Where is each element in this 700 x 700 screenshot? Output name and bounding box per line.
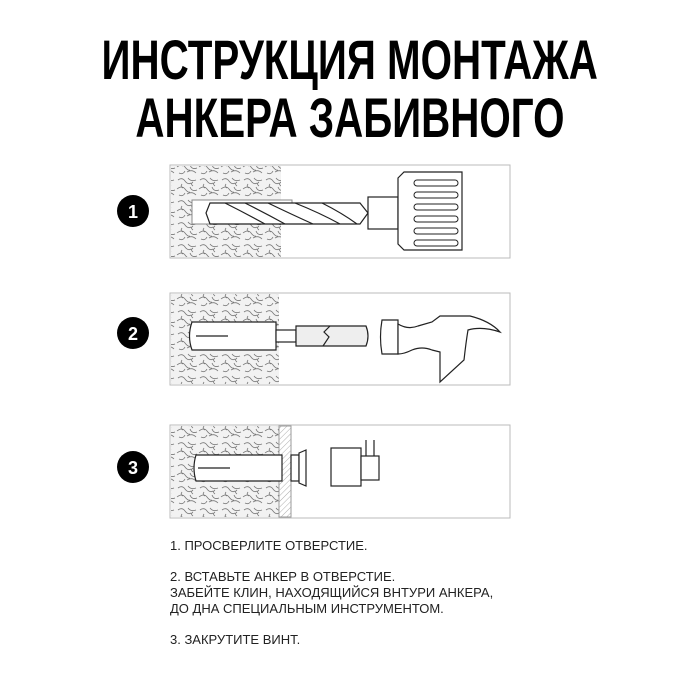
svg-text:1: 1 [128, 202, 138, 222]
drill-icon [205, 171, 463, 251]
step-2-panel [169, 292, 511, 386]
page-title-line-1: ИНСТРУКЦИЯ МОНТАЖА [0, 32, 700, 88]
installation-diagram: 1 2 [117, 164, 511, 519]
step-1-badge: 1 [117, 195, 149, 227]
title-text-1: ИНСТРУКЦИЯ МОНТАЖА [101, 28, 599, 91]
hammer-icon [379, 315, 502, 384]
step-1-panel [169, 164, 511, 259]
svg-text:2: 2 [128, 324, 138, 344]
step-3-badge: 3 [117, 451, 149, 483]
anchor-icon [188, 321, 369, 351]
title-text-2: АНКЕРА ЗАБИВНОГО [135, 86, 565, 149]
svg-text:3: 3 [128, 458, 138, 478]
step-2-badge: 2 [117, 317, 149, 349]
instruction-step-2-line-2: ЗАБЕЙТЕ КЛИН, НАХОДЯЩИЙСЯ ВНТУРИ АНКЕРА, [170, 585, 494, 600]
instruction-step-3: 3. ЗАКРУТИТЕ ВИНТ. [170, 632, 301, 647]
instructions-text: 1. ПРОСВЕРЛИТЕ ОТВЕРСТИЕ. 2. ВСТАВЬТЕ АН… [170, 538, 493, 648]
page-title-line-2: АНКЕРА ЗАБИВНОГО [0, 90, 700, 146]
instruction-step-2-line-1: 2. ВСТАВЬТЕ АНКЕР В ОТВЕРСТИЕ. [170, 569, 396, 584]
wrench-icon [330, 440, 380, 487]
instruction-step-1: 1. ПРОСВЕРЛИТЕ ОТВЕРСТИЕ. [170, 538, 368, 553]
instruction-step-2-line-3: ДО ДНА СПЕЦИАЛЬНЫМ ИНСТРУМЕНТОМ. [170, 601, 444, 616]
anchor-bolt-icon [193, 449, 307, 487]
step-3-panel [169, 424, 511, 519]
